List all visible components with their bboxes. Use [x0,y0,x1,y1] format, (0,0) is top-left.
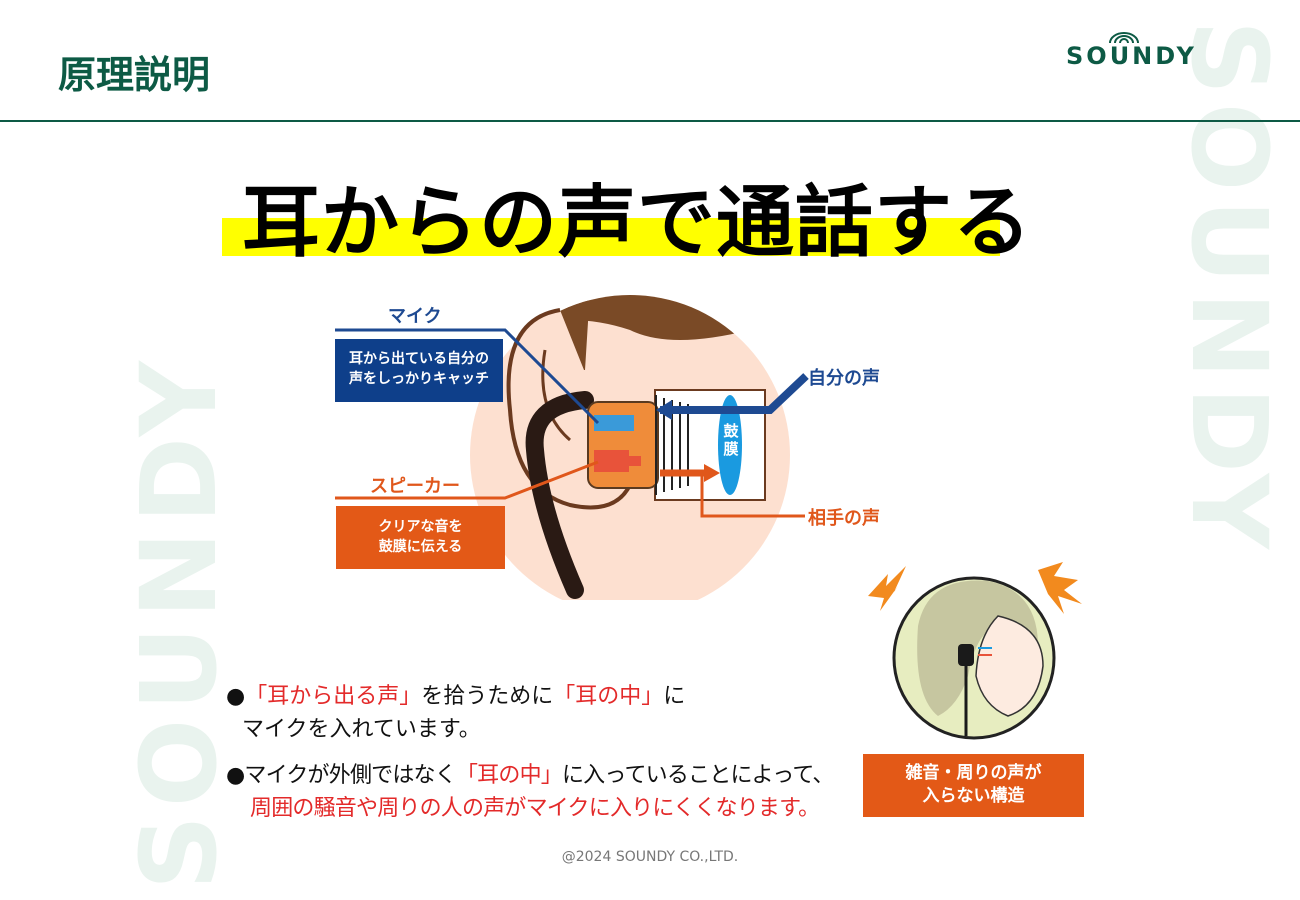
brand-name: SOUNDY [1066,42,1197,70]
caption-line1: 雑音・周りの声が [905,763,1042,783]
bullet-1-end: に [663,684,686,709]
bullet-2-red-1: 「耳の中」 [455,763,563,788]
structure-caption: 雑音・周りの声が 入らない構造 [863,754,1084,817]
eardrum-shape [718,395,742,495]
eardrum-label: 鼓膜 [723,422,739,458]
mic-desc-line2: 声をしっかりキャッチ [349,371,489,387]
earphone-body [587,401,659,489]
bullet-1-red-1: 「耳から出る声」 [245,684,422,709]
woman-illustration [868,562,1082,740]
own-voice-label: 自分の声 [808,368,880,389]
speaker-description: クリアな音を 鼓膜に伝える [336,506,505,569]
headline-highlight [222,218,1000,256]
page-title: 原理説明 [58,53,211,97]
mic-label: マイク [388,306,442,327]
bullet-1: ●「耳から出る声」を拾うために「耳の中」に マイクを入れています。 [226,680,866,746]
speaker-desc-line1: クリアな音を [378,519,463,535]
ear-diagram [335,295,809,600]
brand-logo: SOUNDY [1066,30,1220,74]
own-voice-arrow [656,373,809,420]
mic-desc-line1: 耳から出ている自分の [349,351,489,367]
speaker-label: スピーカー [370,476,460,497]
header: 原理説明 SOUNDY [0,0,1300,122]
caption-line2: 入らない構造 [922,786,1025,806]
explanation-list: ●「耳から出る声」を拾うために「耳の中」に マイクを入れています。 ●マイクが外… [226,680,866,838]
headline: 耳からの声で通話する [242,178,1033,268]
bullet-1-red-2: 「耳の中」 [553,684,664,709]
bullet-1-mid: を拾うために [421,684,554,709]
bullet-1-line2: マイクを入れています。 [242,717,481,742]
mic-description: 耳から出ている自分の 声をしっかりキャッチ [335,339,503,402]
earphone-small [958,644,974,666]
bullet-2-start: ●マイクが外側ではなく [226,763,457,788]
bullet-1-marker: ● [226,684,246,709]
speaker-desc-line2: 鼓膜に伝える [378,539,463,555]
bullet-2-red-2: 周囲の騒音や周りの人の声がマイクに入りにくくなります。 [250,796,820,821]
sound-wave-icon [1109,32,1139,44]
earphone-cable [525,391,594,599]
footer-copyright: @2024 SOUNDY CO.,LTD. [561,849,739,865]
bullet-2-mid: に入っていることによって、 [561,763,834,788]
mic-leader [335,328,600,425]
bullet-2: ●マイクが外側ではなく「耳の中」に入っていることによって、 周囲の騒音や周りの人… [226,759,866,825]
watermark-left: SOUNDY [118,353,240,890]
other-voice-arrow [660,464,805,518]
headline-block: 耳からの声で通話する [222,160,1031,268]
speaker-leader [335,460,599,500]
noise-lightning-icon [868,562,1082,614]
other-voice-label: 相手の声 [808,508,880,529]
